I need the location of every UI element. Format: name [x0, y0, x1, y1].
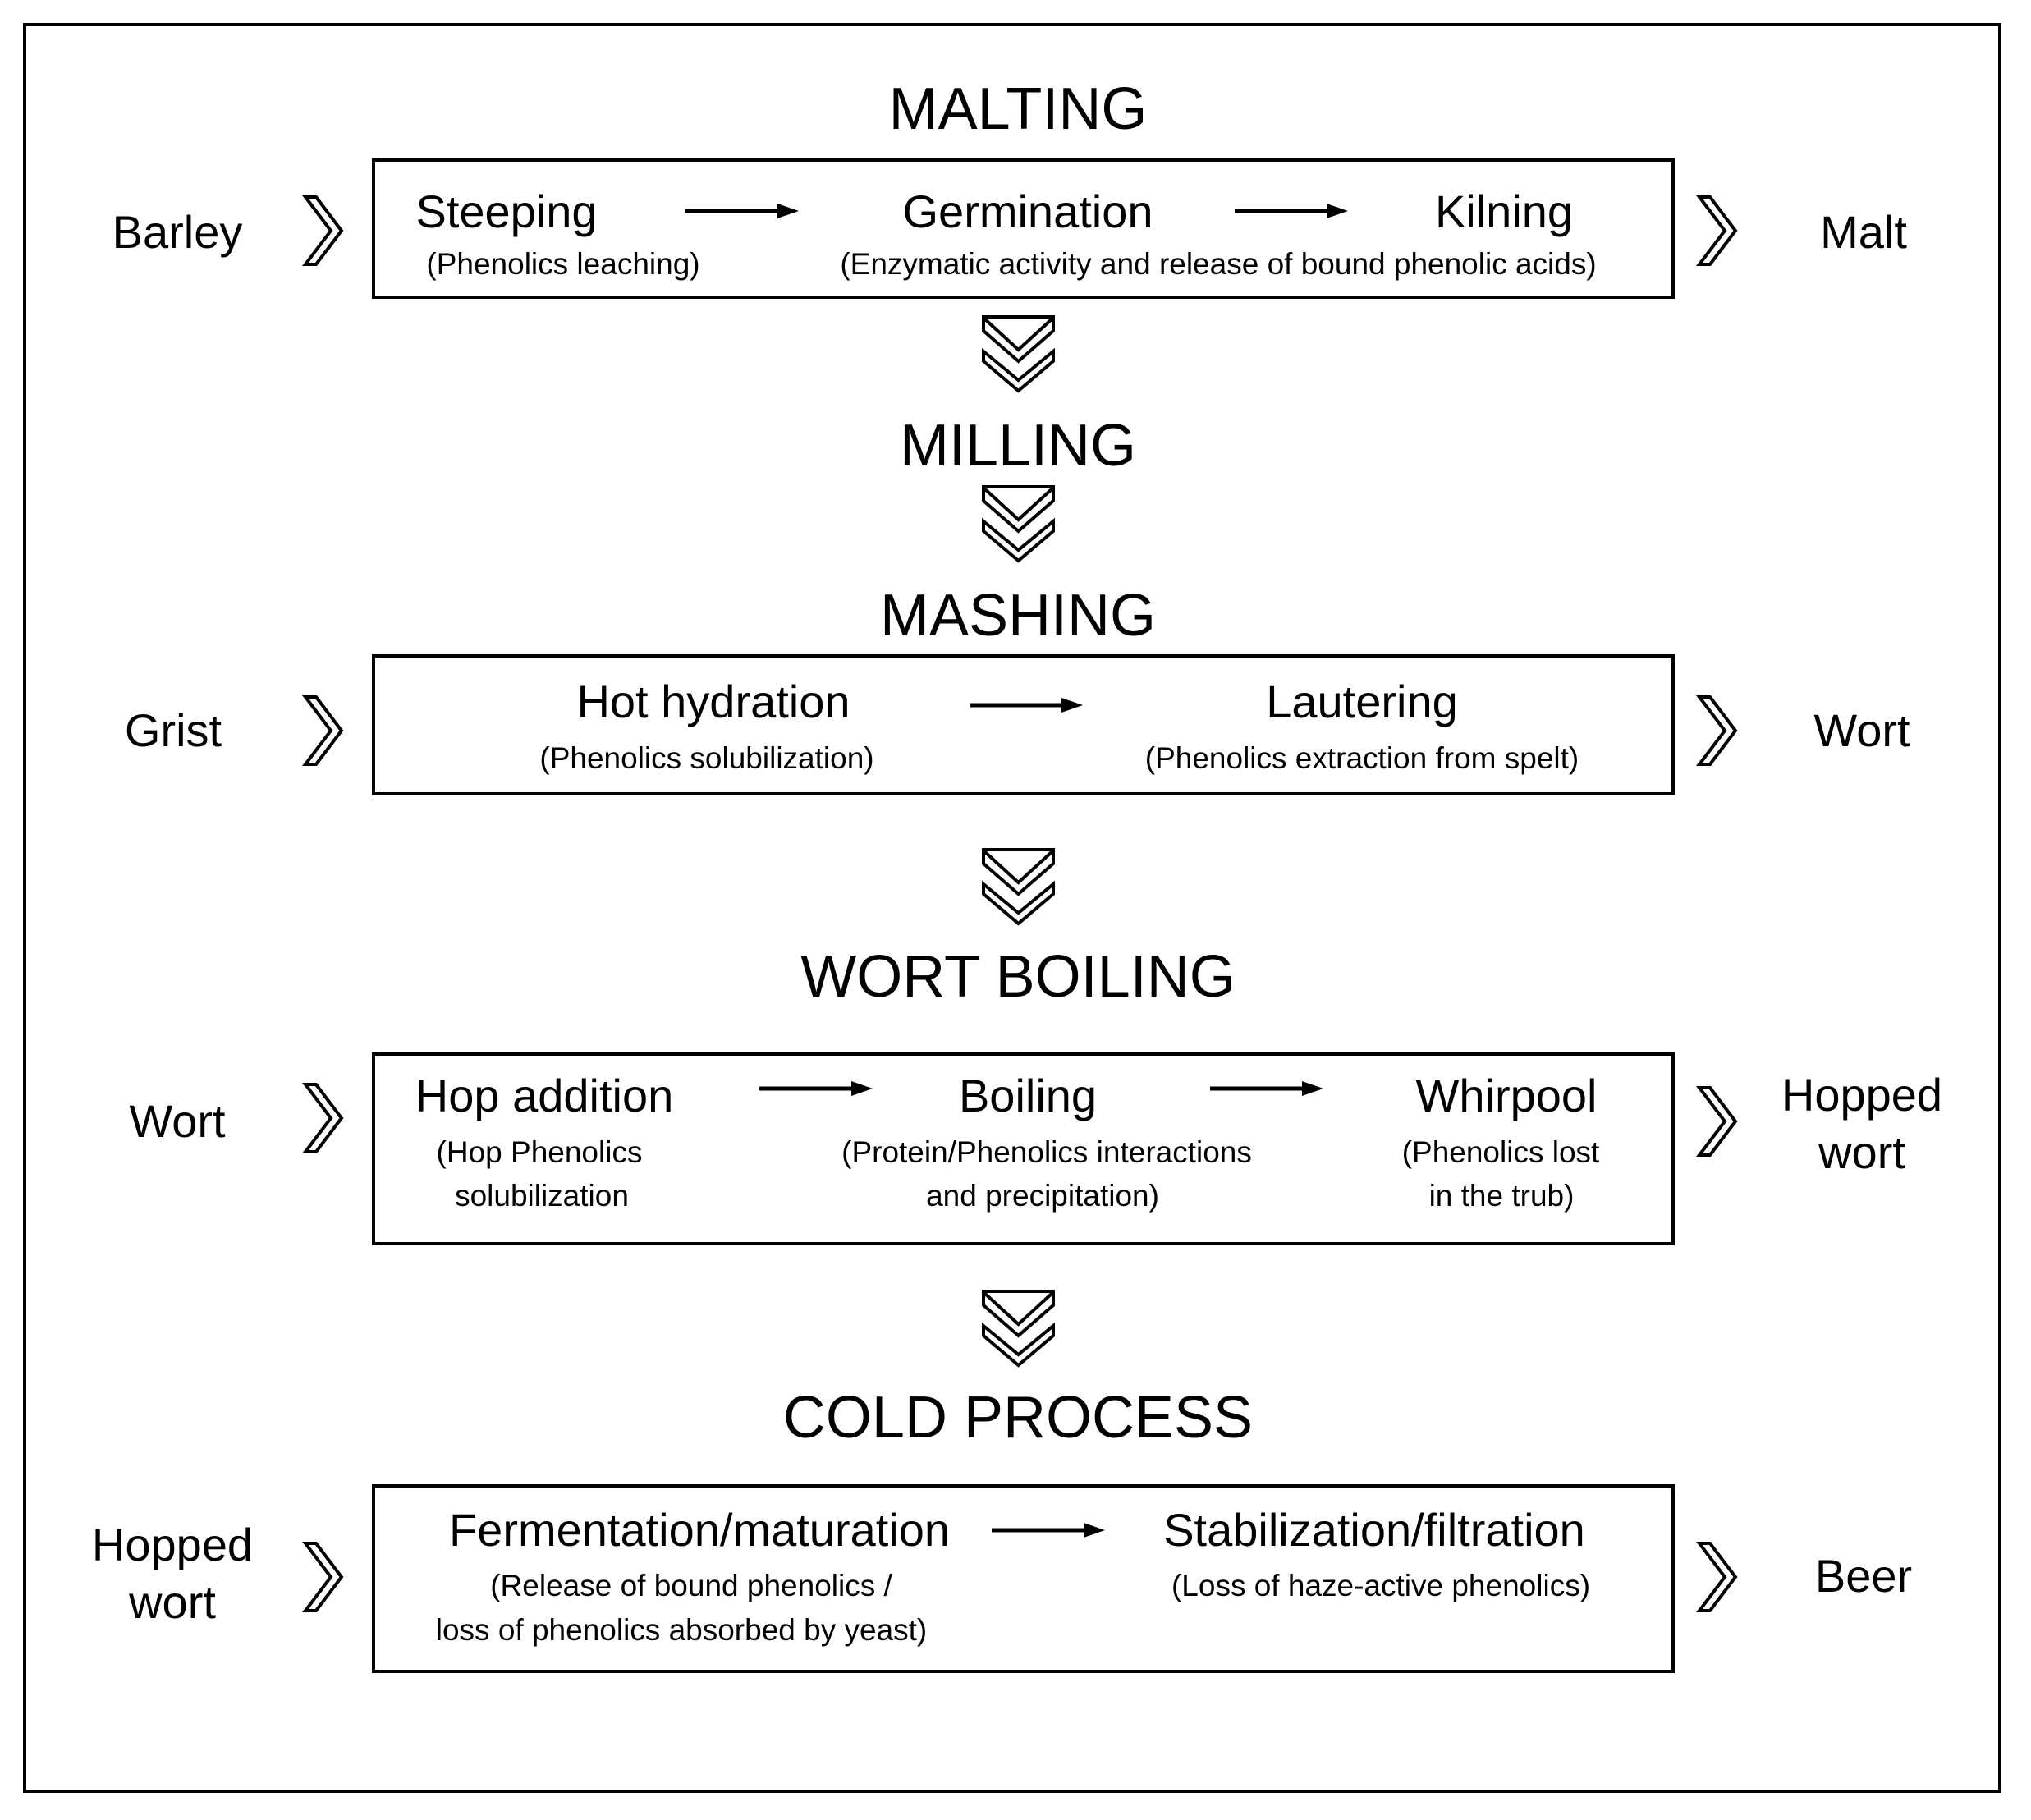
arrow-right-icon — [1208, 1078, 1323, 1099]
step-note-phenolics-lost-line2: in the trub) — [1428, 1179, 1575, 1213]
step-note-release-bound-phenolics-line1: (Release of bound phenolics / — [490, 1569, 892, 1602]
input-label-grist: Grist — [124, 704, 222, 756]
step-label-fermentation-maturation: Fermentation/maturation — [448, 1504, 951, 1556]
step-note-loss-haze-active: (Loss of haze-active phenolics) — [1171, 1569, 1591, 1602]
arrow-right-icon — [758, 1078, 873, 1099]
output-label-beer: Beer — [1814, 1550, 1913, 1602]
section-title-malting: MALTING — [888, 76, 1148, 142]
chevron-down-icon — [979, 1289, 1057, 1368]
step-label-lautering: Lautering — [1266, 676, 1458, 727]
chevron-right-icon — [1696, 1541, 1739, 1613]
step-note-phenolics-extraction: (Phenolics extraction from spelt) — [1144, 741, 1579, 775]
chevron-down-icon — [979, 847, 1057, 927]
chevron-down-icon — [979, 314, 1057, 394]
section-title-milling: MILLING — [899, 413, 1137, 479]
section-title-mashing: MASHING — [879, 583, 1157, 649]
cold-process-box: Fermentation/maturation Stabilization/fi… — [372, 1484, 1675, 1673]
chevron-right-icon — [1696, 695, 1739, 767]
arrow-right-icon — [1233, 200, 1348, 222]
arrow-right-icon — [990, 1520, 1105, 1541]
chevron-right-icon — [302, 1541, 345, 1613]
step-note-hop-phenolics-line1: (Hop Phenolics — [436, 1135, 643, 1169]
input-label-hopped-wort-line2: wort — [129, 1576, 216, 1628]
step-label-steeping: Steeping — [415, 186, 598, 237]
step-label-hot-hydration: Hot hydration — [576, 676, 850, 727]
malting-box: Steeping Germination Kilning (Phenolics … — [372, 158, 1675, 299]
step-label-whirpool: Whirpool — [1415, 1070, 1598, 1121]
output-label-hopped-wort-line1: Hopped — [1781, 1069, 1943, 1121]
step-label-stabilization-filtration: Stabilization/filtration — [1163, 1504, 1585, 1556]
diagram-border — [23, 23, 2001, 1793]
step-note-phenolics-solubilization: (Phenolics solubilization) — [539, 741, 874, 775]
output-label-malt: Malt — [1820, 206, 1907, 258]
arrow-right-icon — [968, 695, 1083, 716]
step-note-enzymatic-activity: (Enzymatic activity and release of bound… — [840, 247, 1597, 281]
chevron-right-icon — [1696, 195, 1739, 267]
arrow-right-icon — [684, 200, 799, 222]
input-label-barley: Barley — [112, 206, 243, 258]
step-note-release-bound-phenolics-line2: loss of phenolics absorbed by yeast) — [435, 1613, 928, 1647]
step-note-phenolics-lost-line1: (Phenolics lost — [1401, 1135, 1600, 1169]
step-label-boiling: Boiling — [958, 1070, 1098, 1121]
chevron-right-icon — [302, 695, 345, 767]
section-title-wort-boiling: WORT BOILING — [800, 944, 1236, 1010]
section-title-cold-process: COLD PROCESS — [782, 1385, 1254, 1451]
step-label-kilning: Kilning — [1434, 186, 1574, 237]
chevron-right-icon — [302, 195, 345, 267]
mashing-box: Hot hydration Lautering (Phenolics solub… — [372, 654, 1675, 795]
chevron-right-icon — [1696, 1085, 1739, 1158]
output-label-hopped-wort-line2: wort — [1818, 1126, 1905, 1178]
step-note-phenolics-leaching: (Phenolics leaching) — [426, 247, 700, 281]
step-label-germination: Germination — [902, 186, 1153, 237]
output-label-wort: Wort — [1813, 704, 1910, 756]
step-note-protein-phenolics-line1: (Protein/Phenolics interactions — [841, 1135, 1252, 1169]
input-label-hopped-wort-line1: Hopped — [91, 1519, 254, 1570]
step-label-hop-addition: Hop addition — [415, 1070, 674, 1121]
input-label-wort: Wort — [129, 1095, 226, 1147]
chevron-right-icon — [302, 1082, 345, 1154]
step-note-protein-phenolics-line2: and precipitation) — [926, 1179, 1159, 1213]
step-note-hop-phenolics-line2: solubilization — [455, 1179, 629, 1213]
chevron-down-icon — [979, 484, 1057, 564]
wort-boiling-box: Hop addition Boiling Whirpool (Hop Pheno… — [372, 1052, 1675, 1245]
